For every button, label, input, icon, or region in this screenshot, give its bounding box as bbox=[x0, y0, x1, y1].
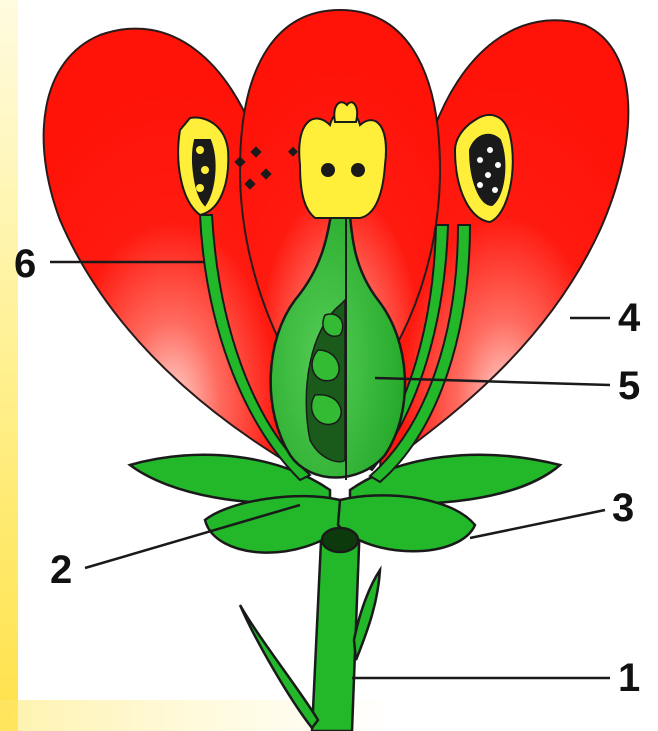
leaf-left bbox=[240, 605, 318, 728]
label-1: 1 bbox=[618, 658, 640, 698]
receptacle bbox=[322, 528, 358, 552]
label-3: 3 bbox=[612, 488, 634, 528]
anther-center bbox=[299, 102, 386, 218]
ovule-3 bbox=[323, 314, 343, 336]
label-5: 5 bbox=[618, 366, 640, 406]
label-6: 6 bbox=[14, 244, 36, 284]
leader-line-3 bbox=[470, 510, 605, 538]
label-4: 4 bbox=[618, 298, 640, 338]
label-2: 2 bbox=[50, 550, 72, 590]
